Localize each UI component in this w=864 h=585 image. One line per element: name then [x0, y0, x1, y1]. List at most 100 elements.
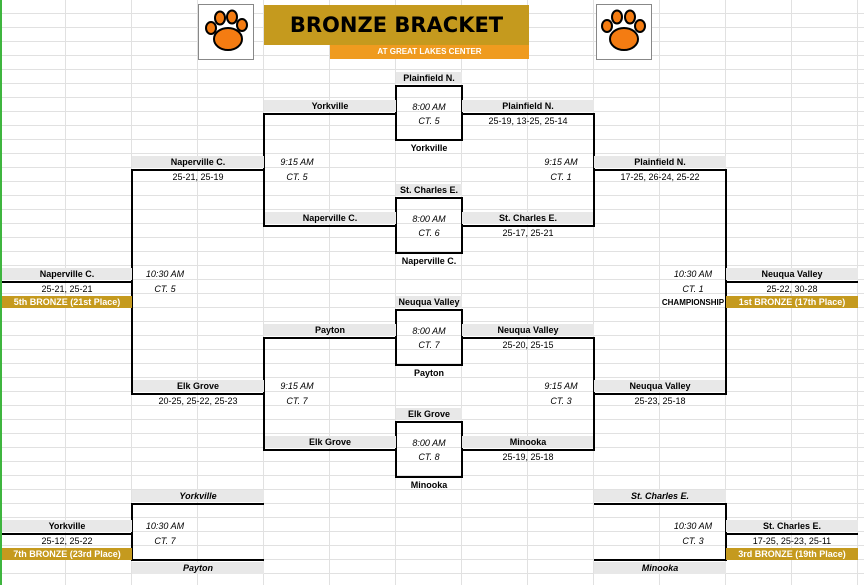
r2-bl-team: Elk Grove: [132, 380, 264, 392]
bracket-line: [263, 337, 265, 451]
r2-br-court: CT. 3: [550, 396, 572, 406]
r1m1-court: CT. 5: [418, 116, 440, 126]
bracket-line: [264, 449, 396, 451]
r1m2-top-team: St. Charles E.: [396, 184, 462, 196]
r1m3-left-team: Payton: [264, 324, 396, 336]
consol-right-time: 10:30 AM: [673, 521, 713, 531]
consol-right-top-team: St. Charles E.: [594, 490, 726, 502]
consol-right-court: CT. 3: [682, 536, 704, 546]
r2-br-team: Neuqua Valley: [594, 380, 726, 392]
r1m4-bottom-team: Minooka: [410, 480, 448, 490]
bracket-line: [594, 393, 726, 395]
bracket-line: [462, 337, 594, 339]
final-left-place: 5th BRONZE (21st Place): [2, 296, 132, 308]
r1m1-score: 25-19, 13-25, 25-14: [488, 116, 568, 126]
bracket-line: [594, 169, 726, 171]
r2-tr-score: 17-25, 26-24, 25-22: [620, 172, 700, 182]
bracket-line: [2, 281, 132, 283]
r1m1-top-team: Plainfield N.: [396, 72, 462, 84]
final-left-score: 25-21, 25-21: [41, 284, 93, 294]
r1m2-time: 8:00 AM: [412, 214, 446, 224]
r2-tl-score: 25-21, 25-19: [172, 172, 224, 182]
r1m4-score: 25-19, 25-18: [502, 452, 554, 462]
r2-bl-court: CT. 7: [286, 396, 308, 406]
left-logo: [198, 4, 254, 60]
r1m4-time: 8:00 AM: [412, 438, 446, 448]
consol-left-place: 7th BRONZE (23rd Place): [2, 548, 132, 560]
r1m1-time: 8:00 AM: [412, 102, 446, 112]
consol-left-bottom-team: Payton: [132, 562, 264, 574]
r1m4-top-team: Elk Grove: [396, 408, 462, 420]
r1m3-box: [395, 309, 463, 366]
r1m3-right-team: Neuqua Valley: [462, 324, 594, 336]
consol-right-place: 3rd BRONZE (19th Place): [726, 548, 858, 560]
r1m3-score: 25-20, 25-15: [502, 340, 554, 350]
final-right-score: 25-22, 30-28: [766, 284, 818, 294]
r2-br-time: 9:15 AM: [544, 381, 578, 391]
final-right-court: CT. 1: [682, 284, 704, 294]
r1m1-box: [395, 85, 463, 141]
bracket-line: [264, 337, 396, 339]
bracket-line: [131, 503, 133, 561]
bracket-line: [726, 281, 858, 283]
bracket-line: [2, 533, 132, 535]
bracket-line: [264, 113, 396, 115]
consol-right-bottom-team: Minooka: [594, 562, 726, 574]
r2-tr-team: Plainfield N.: [594, 156, 726, 168]
consol-left-score: 25-12, 25-22: [41, 536, 93, 546]
bracket-line: [263, 113, 265, 227]
sheet-edge: [0, 0, 2, 585]
r2-tl-court: CT. 5: [286, 172, 308, 182]
r1m2-left-team: Naperville C.: [264, 212, 396, 224]
r1m4-left-team: Elk Grove: [264, 436, 396, 448]
bracket-line: [462, 225, 594, 227]
bracket-line: [594, 503, 726, 505]
page-subtitle: AT GREAT LAKES CENTER: [330, 45, 529, 59]
bracket-line: [725, 503, 727, 561]
r2-bl-score: 20-25, 25-22, 25-23: [158, 396, 238, 406]
r1m3-bottom-team: Payton: [413, 368, 444, 378]
r1m4-right-team: Minooka: [462, 436, 594, 448]
r1m1-bottom-team: Yorkville: [410, 143, 448, 153]
r1m2-score: 25-17, 25-21: [502, 228, 554, 238]
consol-left-top-team: Yorkville: [132, 490, 264, 502]
tiger-paw-icon: [205, 9, 248, 51]
tiger-paw-icon: [601, 9, 646, 51]
final-right-place: 1st BRONZE (17th Place): [726, 296, 858, 308]
r1m3-top-team: Neuqua Valley: [396, 296, 462, 308]
bracket-line: [594, 559, 726, 561]
page-title: BRONZE BRACKET: [264, 5, 529, 45]
r2-tr-time: 9:15 AM: [544, 157, 578, 167]
r1m2-court: CT. 6: [418, 228, 440, 238]
consol-left-time: 10:30 AM: [145, 521, 185, 531]
r1m2-box: [395, 197, 463, 254]
final-left-time: 10:30 AM: [145, 269, 185, 279]
bracket-line: [131, 169, 133, 395]
bracket-line: [462, 113, 594, 115]
r1m3-time: 8:00 AM: [412, 326, 446, 336]
final-right-time: 10:30 AM: [673, 269, 713, 279]
r2-br-score: 25-23, 25-18: [634, 396, 686, 406]
r2-tl-time: 9:15 AM: [280, 157, 314, 167]
final-left-court: CT. 5: [154, 284, 176, 294]
final-left-team: Naperville C.: [2, 268, 132, 280]
bracket-line: [132, 393, 264, 395]
bracket-line: [132, 169, 264, 171]
r1m2-right-team: St. Charles E.: [462, 212, 594, 224]
right-logo: [596, 4, 652, 60]
bracket-line: [726, 533, 858, 535]
bracket-line: [264, 225, 396, 227]
r1m1-left-team: Yorkville: [264, 100, 396, 112]
consol-right-score: 17-25, 25-23, 25-11: [752, 536, 832, 546]
r1m1-right-team: Plainfield N.: [462, 100, 594, 112]
r2-bl-time: 9:15 AM: [280, 381, 314, 391]
final-right-team: Neuqua Valley: [726, 268, 858, 280]
r2-tr-court: CT. 1: [550, 172, 572, 182]
r1m4-box: [395, 421, 463, 478]
r1m4-court: CT. 8: [418, 452, 440, 462]
r1m2-bottom-team: Naperville C.: [401, 256, 457, 266]
bracket-line: [132, 559, 264, 561]
championship-label: CHAMPIONSHIP: [661, 298, 725, 307]
r1m3-court: CT. 7: [418, 340, 440, 350]
